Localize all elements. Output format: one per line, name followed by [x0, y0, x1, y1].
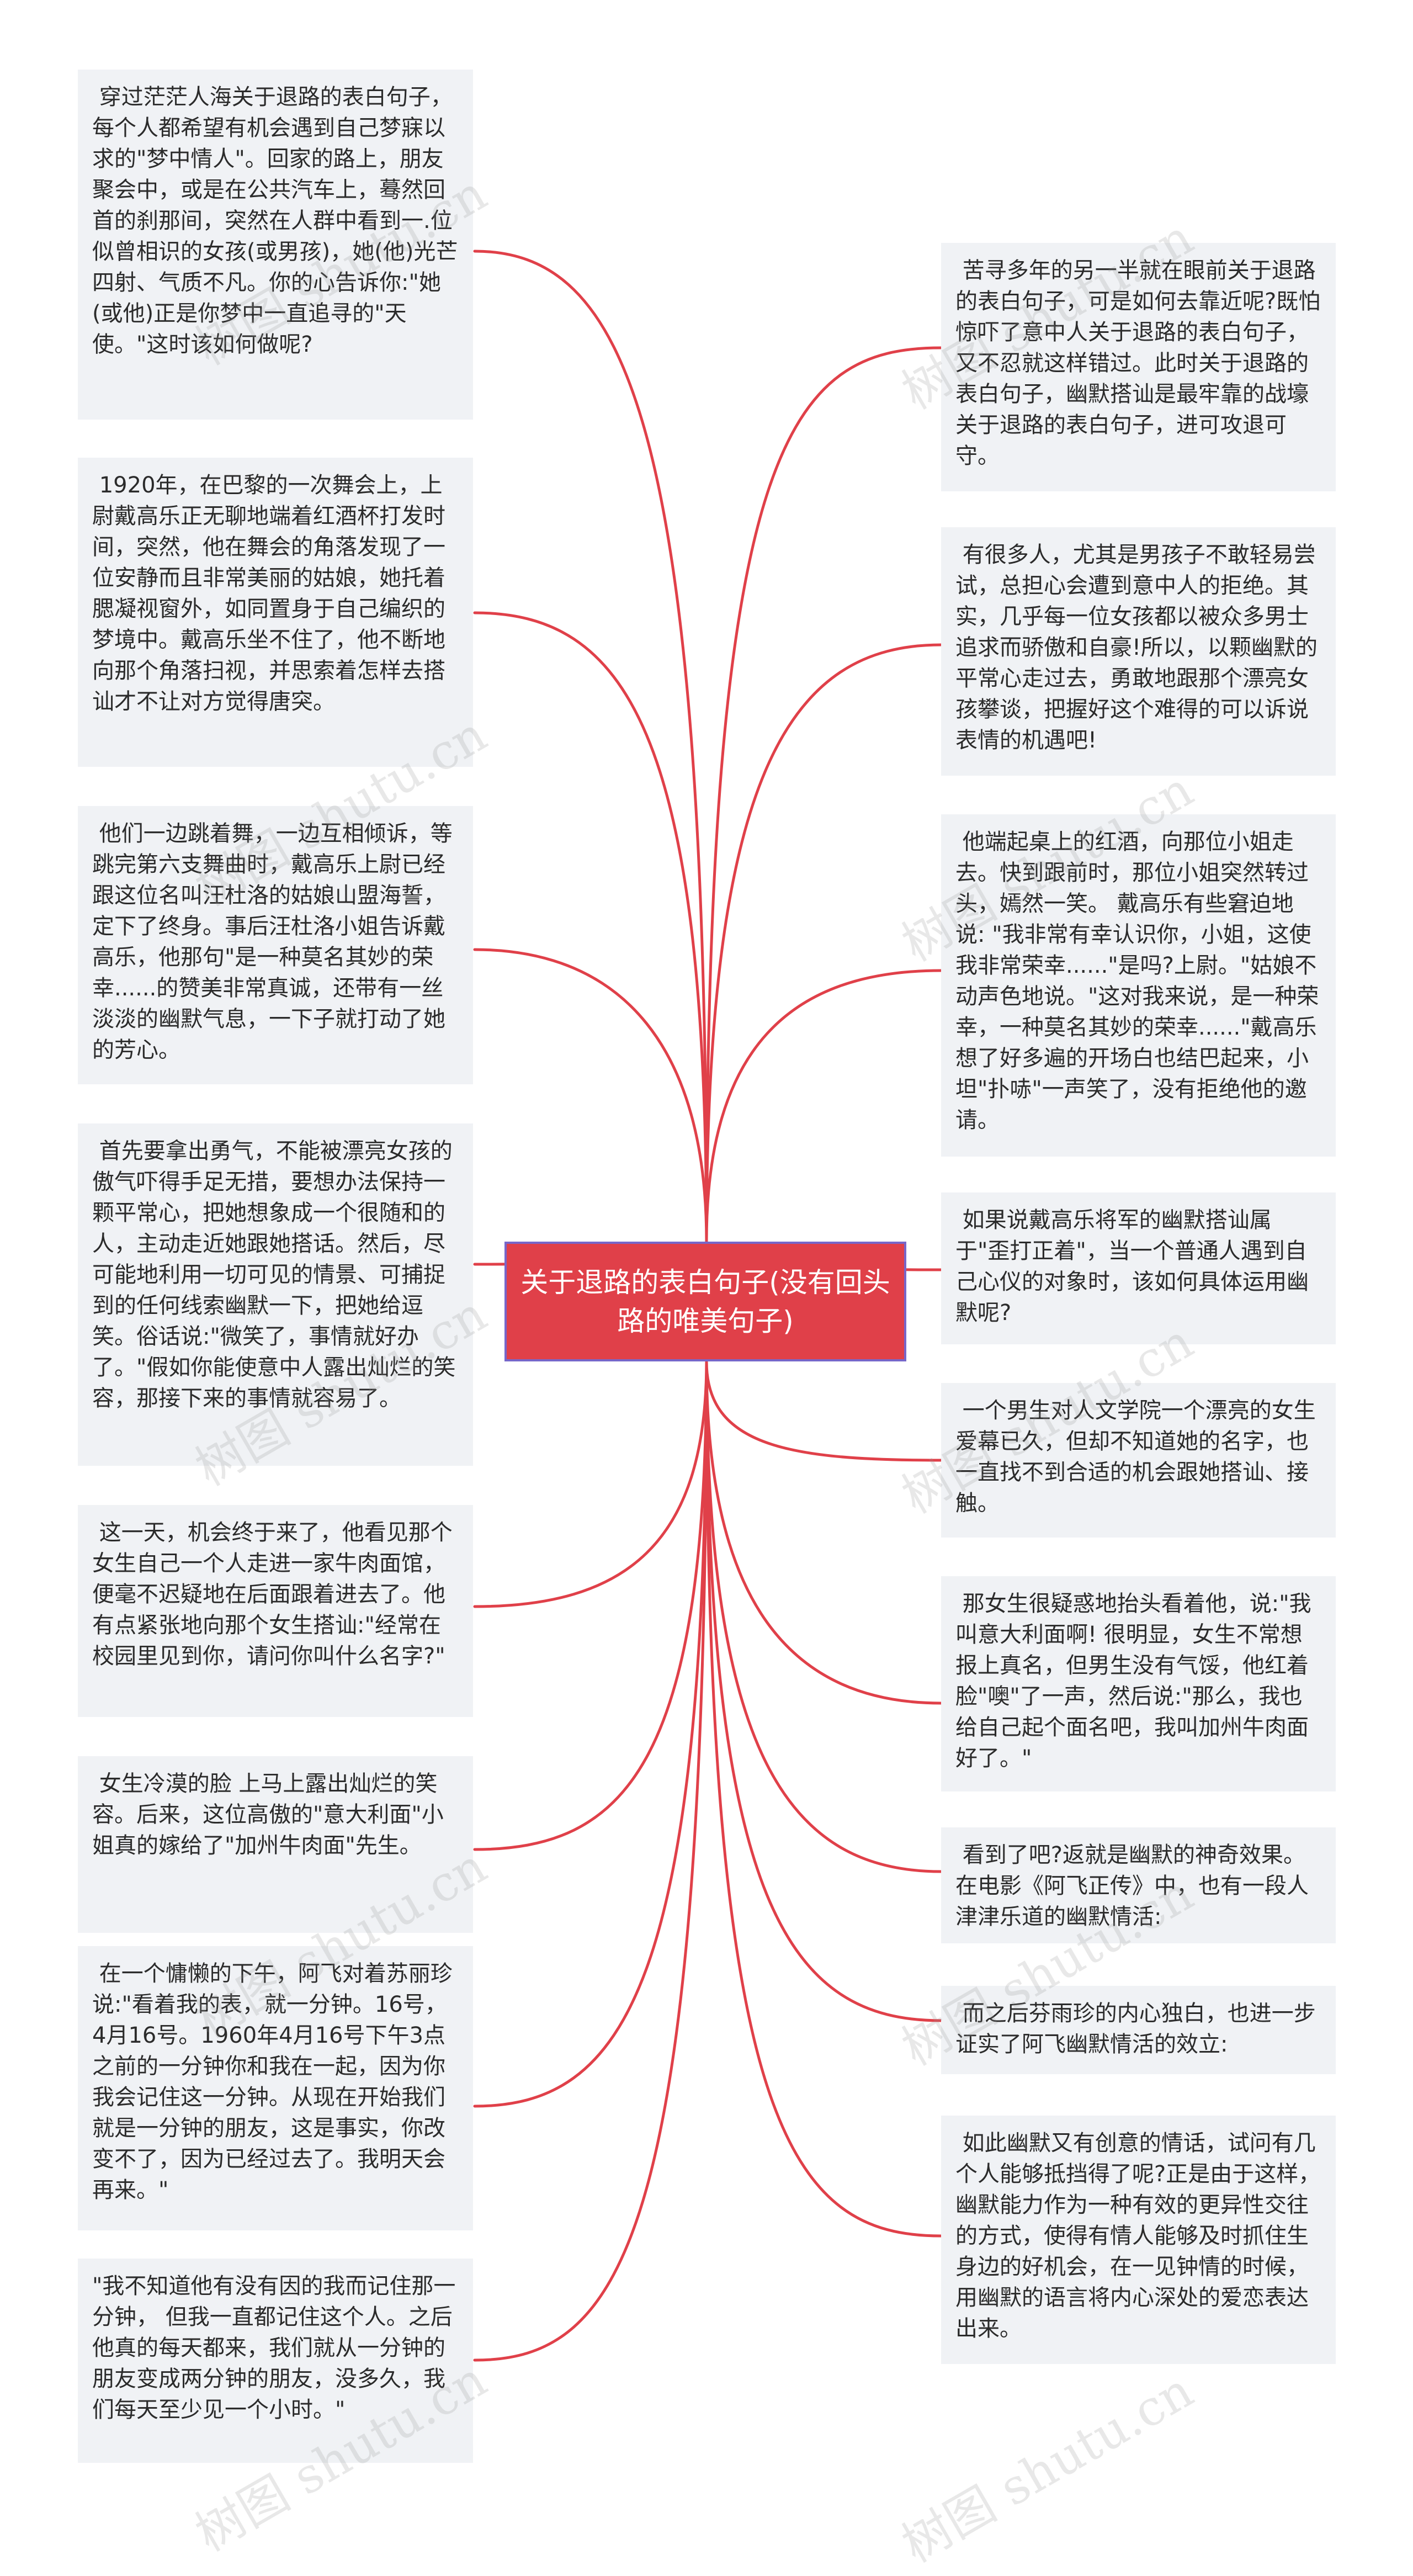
topic-node-right-3[interactable]: 他端起桌上的红酒，向那位小姐走去。快到跟前时，那位小姐突然转过头，嫣然一笑。 戴… — [941, 814, 1336, 1157]
connector-right-2 — [705, 643, 943, 1243]
connector-right-6 — [705, 1360, 943, 1705]
topic-node-right-7[interactable]: 看到了吧?返就是幽默的神奇效果。在电影《阿飞正传》中，也有一段人津津乐道的幽默情… — [941, 1827, 1336, 1943]
topic-node-left-8[interactable]: "我不知道他有没有因的我而记住那一分钟， 但我一直都记住这个人。之后他真的每天都… — [78, 2259, 473, 2463]
topic-node-right-6[interactable]: 那女生很疑惑地抬头看着他，说:"我叫意大利面啊! 很明显，女生不常想报上真名，但… — [941, 1576, 1336, 1791]
connector-right-5 — [705, 1360, 943, 1462]
topic-node-right-8[interactable]: 而之后芬雨珍的内心独白，也进一步证实了阿飞幽默情活的效立: — [941, 1986, 1336, 2074]
connector-right-7 — [705, 1360, 943, 1873]
topic-node-left-3[interactable]: 他们一边跳着舞，一边互相倾诉，等跳完第六支舞曲时，戴高乐上尉已经跟这位名叫汪杜洛… — [78, 806, 473, 1084]
topic-node-left-5[interactable]: 这一天，机会终于来了，他看见那个女生自己一个人走进一家牛肉面馆，便毫不迟疑地在后… — [78, 1505, 473, 1717]
topic-node-left-6[interactable]: 女生冷漠的脸 上马上露出灿烂的笑容。后来，这位高傲的"意大利面"小姐真的嫁给了"… — [78, 1756, 473, 1933]
topic-node-right-5[interactable]: 一个男生对人文学院一个漂亮的女生爱幕已久，但却不知道她的名字，也一直找不到合适的… — [941, 1383, 1336, 1538]
connector-right-8 — [705, 1360, 943, 2022]
connector-left-8 — [473, 1360, 708, 2362]
connector-right-3 — [705, 969, 943, 1243]
topic-node-left-7[interactable]: 在一个慵懒的下午，阿飞对着苏丽珍说:"看着我的表，就一分钟。16号，4月16号。… — [78, 1946, 473, 2230]
connector-left-3 — [473, 948, 708, 1243]
connector-right-9 — [705, 1360, 943, 2238]
topic-node-right-1[interactable]: 苦寻多年的另一半就在眼前关于退路的表白句子，可是如何去靠近呢?既怕惊吓了意中人关… — [941, 243, 1336, 491]
connector-left-5 — [473, 1360, 708, 1608]
topic-node-left-4[interactable]: 首先要拿出勇气，不能被漂亮女孩的傲气吓得手足无措，要想办法保持一颗平常心，把她想… — [78, 1123, 473, 1466]
topic-node-right-2[interactable]: 有很多人，尤其是男孩子不敢轻易尝试，总担心会遭到意中人的拒绝。其实，几乎每一位女… — [941, 527, 1336, 776]
topic-node-left-1[interactable]: 穿过茫茫人海关于退路的表白句子，每个人都希望有机会遇到自己梦寐以求的"梦中情人"… — [78, 70, 473, 420]
central-topic[interactable]: 关于退路的表白句子(没有回头路的唯美句子) — [504, 1242, 906, 1361]
topic-node-right-9[interactable]: 如此幽默又有创意的情话，试问有几个人能够抵挡得了呢?正是由于这样，幽默能力作为一… — [941, 2116, 1336, 2364]
connector-left-2 — [473, 611, 708, 1243]
topic-node-right-4[interactable]: 如果说戴高乐将军的幽默搭讪属于"歪打正着"，当一个普通人遇到自己心仪的对象时，该… — [941, 1192, 1336, 1344]
connector-left-1 — [473, 250, 708, 1243]
connector-left-6 — [473, 1360, 708, 1851]
connector-left-7 — [473, 1360, 708, 2108]
topic-node-left-2[interactable]: 1920年，在巴黎的一次舞会上，上尉戴高乐正无聊地端着红酒杯打发时间，突然，他在… — [78, 458, 473, 767]
connector-right-1 — [705, 346, 943, 1243]
